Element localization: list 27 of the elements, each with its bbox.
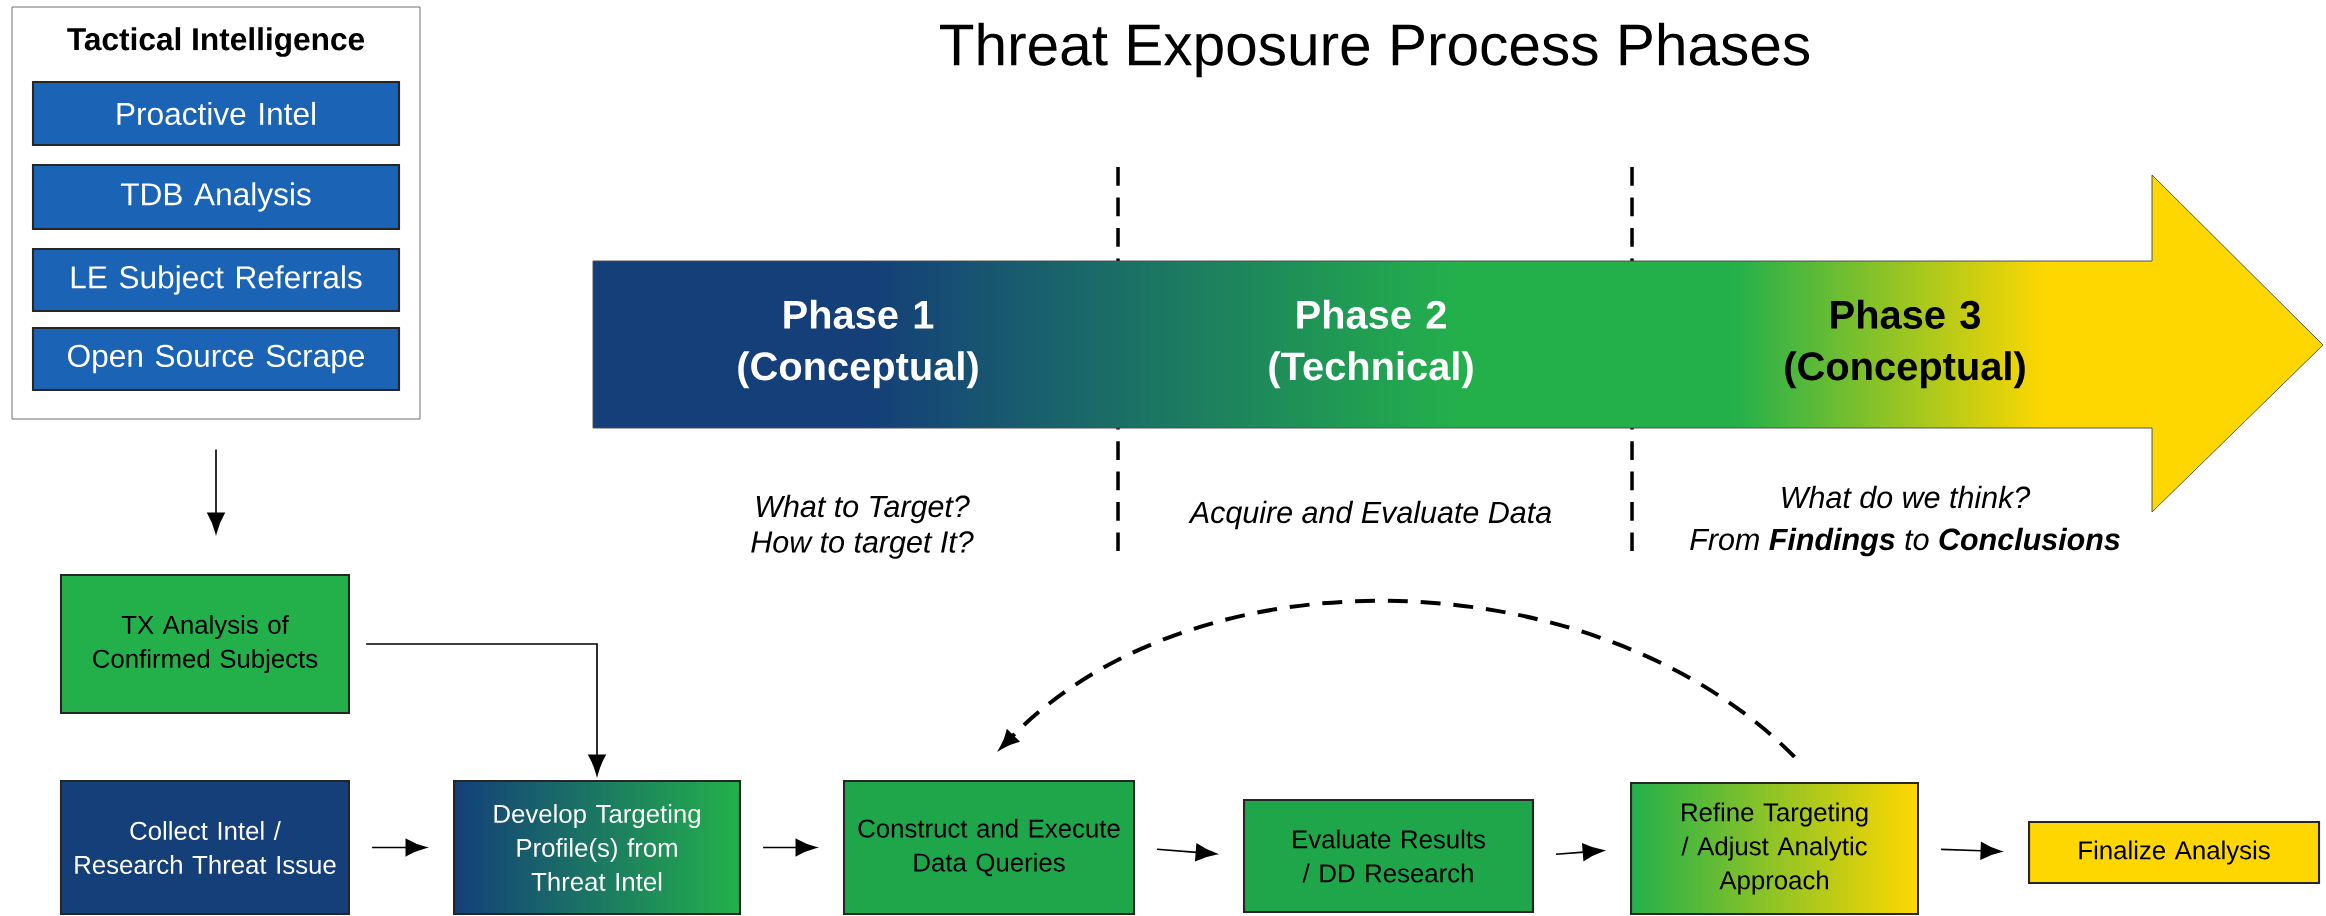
arrow	[1156, 843, 1217, 862]
arrow	[365, 643, 606, 776]
arrow	[207, 448, 225, 534]
process-box: Finalize Analysis	[2027, 820, 2321, 885]
source-box: LE Subject Referrals	[31, 247, 401, 313]
process-box: Develop Targeting Profile(s) from Threat Intel	[452, 779, 742, 916]
process-box: Collect Intel / Research Threat Issue	[59, 779, 351, 916]
caption-text: What to Target?	[756, 494, 970, 524]
phase-label: Phase 3 (Conceptual)	[1785, 299, 2025, 389]
arrow	[762, 838, 817, 857]
process-box: Refine Targeting / Adjust Analytic Approach	[1629, 781, 1920, 916]
group-box	[11, 6, 421, 420]
process-box: TX Analysis of Confirmed Subjects	[59, 573, 351, 715]
phase-label: Phase 1 (Conceptual)	[738, 299, 978, 389]
process-box: Evaluate Results / DD Research	[1242, 798, 1535, 914]
source-box: Open Source Scrape	[31, 326, 401, 392]
arrow	[1555, 843, 1604, 861]
arrow	[371, 838, 427, 857]
source-box: Proactive Intel	[31, 80, 401, 147]
group-heading: Tactical Intelligence	[67, 27, 365, 57]
phase-label: Phase 2 (Technical)	[1269, 299, 1473, 389]
arrow	[1940, 842, 2002, 860]
title: Threat Exposure Process Phases	[940, 22, 1810, 78]
caption-text: What do we think?	[1782, 485, 2031, 509]
source-box: TDB Analysis	[31, 163, 401, 231]
caption-text: Acquire and Evaluate Data	[1188, 500, 1552, 530]
process-box: Construct and Execute Data Queries	[842, 779, 1136, 916]
